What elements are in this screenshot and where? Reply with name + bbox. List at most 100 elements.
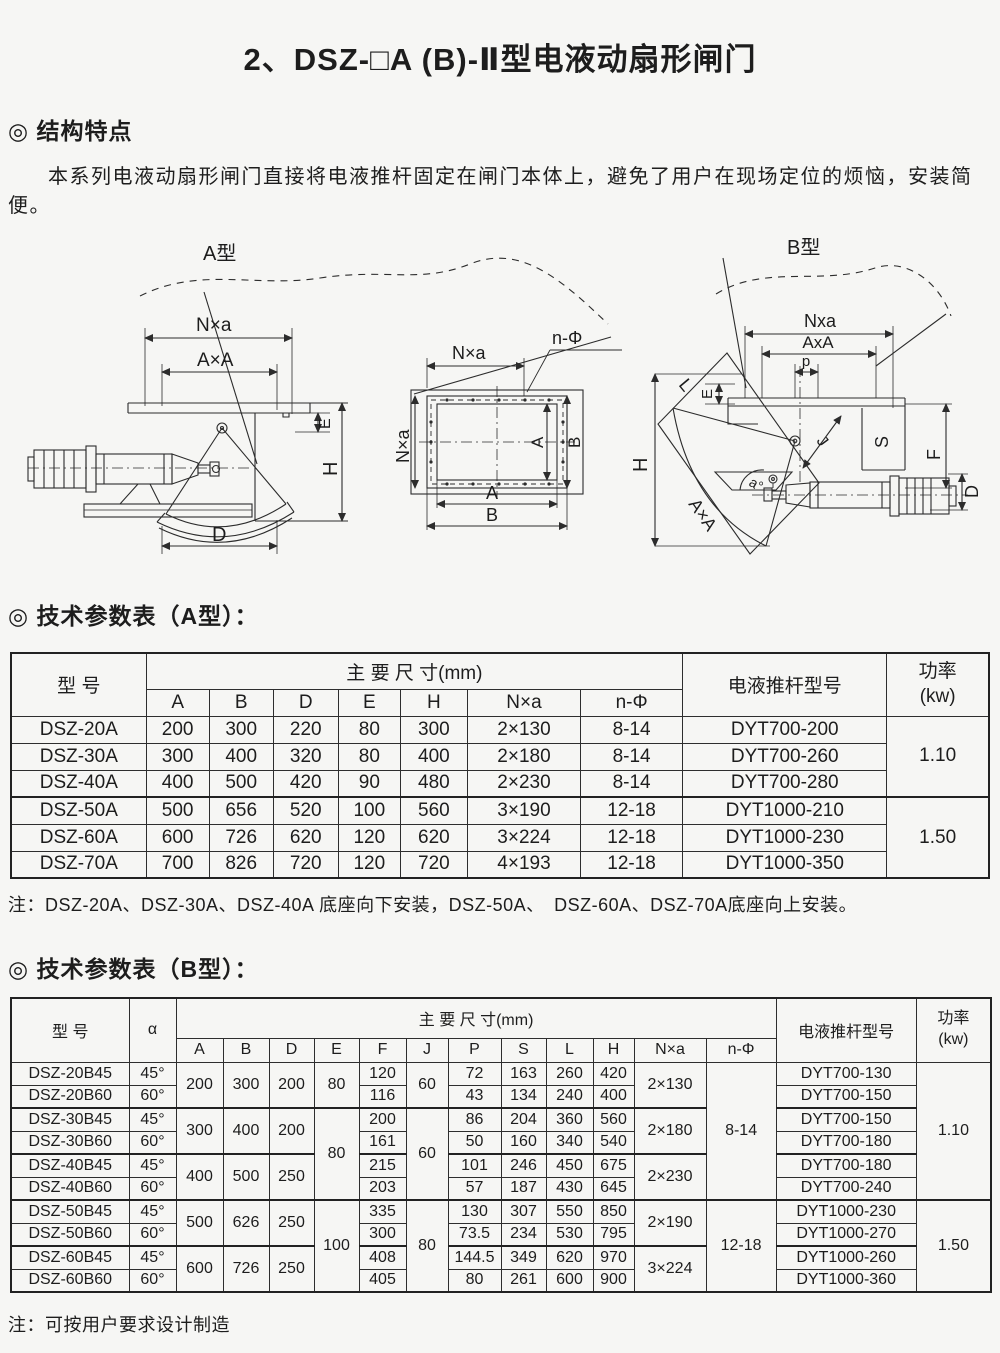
cell-h: 620: [399, 823, 468, 852]
table-row: DSZ-50B45 45° 500 626 250 100 335 80 130…: [10, 1199, 992, 1293]
cell-d: 520: [272, 796, 339, 825]
cell-h: 970: [592, 1245, 635, 1270]
cell-d: 220: [272, 715, 339, 744]
cell-nxa: 3×224: [633, 1245, 707, 1293]
dim-front-nxa-left-label: N×a: [393, 428, 413, 463]
cell-s: 134: [500, 1084, 547, 1109]
table-a-heading: ◎ 技术参数表（A型）：: [8, 603, 259, 629]
features-heading: ◎ 结构特点: [8, 118, 133, 144]
diagram-b-drawing: [651, 257, 968, 555]
cell-actuator: DYT700-260: [682, 742, 888, 771]
cell-actuator: DYT700-180: [775, 1130, 917, 1155]
header-col-j: J: [405, 1037, 449, 1063]
header-power: 功率 (kw): [886, 652, 990, 717]
page-title: 2、DSZ-□A (B)-Ⅱ型电液动扇形闸门: [243, 42, 757, 77]
cell-e: 120: [337, 823, 401, 852]
cell-b: 626: [222, 1199, 270, 1247]
cell-h: 900: [592, 1268, 635, 1293]
cell-l: 450: [545, 1153, 594, 1178]
cell-h: 420: [592, 1061, 635, 1086]
header-dims-group: 主 要 尺 寸(mm): [175, 997, 777, 1039]
cell-alpha: 60°: [128, 1130, 177, 1155]
cell-nxa: 2×130: [466, 715, 582, 744]
cell-model: DSZ-60B45: [10, 1245, 130, 1270]
cell-l: 620: [545, 1245, 594, 1270]
header-col-e: E: [337, 688, 401, 717]
cell-model: DSZ-20A: [10, 715, 147, 744]
cell-d: 250: [268, 1245, 315, 1293]
cell-s: 246: [500, 1153, 547, 1178]
cell-actuator: DYT700-130: [775, 1061, 917, 1086]
header-col-a: A: [175, 1037, 224, 1063]
dim-b-nxa-label: Nxa: [804, 311, 837, 331]
cell-actuator: DYT1000-270: [775, 1222, 917, 1247]
cell-f: 335: [358, 1199, 407, 1224]
cell-b: 500: [208, 769, 274, 798]
cell-a: 400: [175, 1153, 224, 1201]
dim-b-axa2-label: A×A: [685, 495, 721, 535]
table-row: DSZ-50A 500 656 520 100 560 3×190 12-18 …: [10, 796, 990, 879]
table-row: DSZ-40A 400 500 420 90 480 2×230 8-14 DY…: [10, 769, 989, 798]
cell-actuator: DYT1000-230: [775, 1199, 917, 1224]
dim-b-d-label: D: [962, 485, 982, 498]
table-b-note: 注：可按用户要求设计制造: [8, 1315, 230, 1335]
cell-nxa: 2×230: [633, 1153, 707, 1201]
cell-model: DSZ-50B45: [10, 1199, 130, 1224]
header-col-nxa: N×a: [633, 1037, 707, 1063]
dim-front-a-right-label: A: [528, 436, 547, 448]
table-row: DSZ-30A 300 400 320 80 400 2×180 8-14 DY…: [10, 742, 989, 771]
cell-alpha: 45°: [128, 1061, 177, 1086]
header-model: 型 号: [10, 997, 130, 1063]
header-alpha: α: [128, 997, 177, 1063]
cell-actuator: DYT700-280: [682, 769, 888, 798]
cell-nphi: 8-14: [705, 1061, 777, 1201]
cell-nxa: 3×224: [466, 823, 582, 852]
cell-actuator: DYT700-180: [775, 1153, 917, 1178]
cell-alpha: 45°: [128, 1153, 177, 1178]
cell-power: 1.50: [886, 796, 990, 879]
cell-power: 1.10: [915, 1061, 992, 1201]
table-row: DSZ-60B60 60° 405 80 261 600 900 DYT1000…: [10, 1268, 991, 1293]
cell-a: 600: [145, 823, 210, 852]
cell-nxa: 4×193: [466, 850, 582, 879]
header-col-nxa: N×a: [466, 688, 582, 717]
cell-f: 408: [358, 1245, 407, 1270]
header-col-nphi: n-Φ: [705, 1037, 777, 1063]
table-row: DSZ-40B45 45° 400 500 250 215 101 246 45…: [10, 1153, 991, 1201]
header-col-f: F: [358, 1037, 407, 1063]
cell-l: 430: [545, 1176, 594, 1201]
cell-d: 320: [272, 742, 339, 771]
cell-alpha: 45°: [128, 1199, 177, 1224]
cell-nxa: 2×180: [466, 742, 582, 771]
cell-f: 215: [358, 1153, 407, 1178]
cell-alpha: 60°: [128, 1222, 177, 1247]
cell-e: 100: [313, 1199, 360, 1293]
cell-a: 500: [145, 796, 210, 825]
cell-p: 57: [447, 1176, 502, 1201]
diagram-a-drawing: [27, 257, 612, 554]
technical-diagrams: A型 N×a A×A E H D: [27, 238, 982, 555]
cell-nphi: 8-14: [580, 715, 684, 744]
cell-s: 307: [500, 1199, 547, 1224]
table-row: DSZ-40B60 60° 203 57 187 430 645 DYT700-…: [10, 1176, 991, 1201]
cell-j: 80: [405, 1199, 449, 1293]
dim-b-l-label: L: [675, 375, 697, 396]
cell-model: DSZ-30B60: [10, 1130, 130, 1155]
cell-a: 300: [175, 1107, 224, 1155]
dim-b-s-label: S: [872, 436, 892, 448]
cell-actuator: DYT1000-260: [775, 1245, 917, 1270]
header-actuator: 电液推杆型号: [775, 997, 917, 1063]
cell-s: 349: [500, 1245, 547, 1270]
cell-l: 240: [545, 1084, 594, 1109]
dim-a-e-label: E: [317, 418, 334, 429]
cell-model: DSZ-20B60: [10, 1084, 130, 1109]
cell-e: 90: [337, 769, 401, 798]
table-row: DSZ-30B45 45° 300 400 200 80 200 60 86 2…: [10, 1107, 991, 1201]
table-b-heading: ◎ 技术参数表（B型）：: [8, 956, 259, 982]
cell-h: 720: [399, 850, 468, 879]
cell-h: 400: [399, 742, 468, 771]
cell-e: 80: [313, 1061, 360, 1109]
cell-model: DSZ-40A: [10, 769, 147, 798]
cell-alpha: 45°: [128, 1245, 177, 1270]
cell-b: 300: [208, 715, 274, 744]
